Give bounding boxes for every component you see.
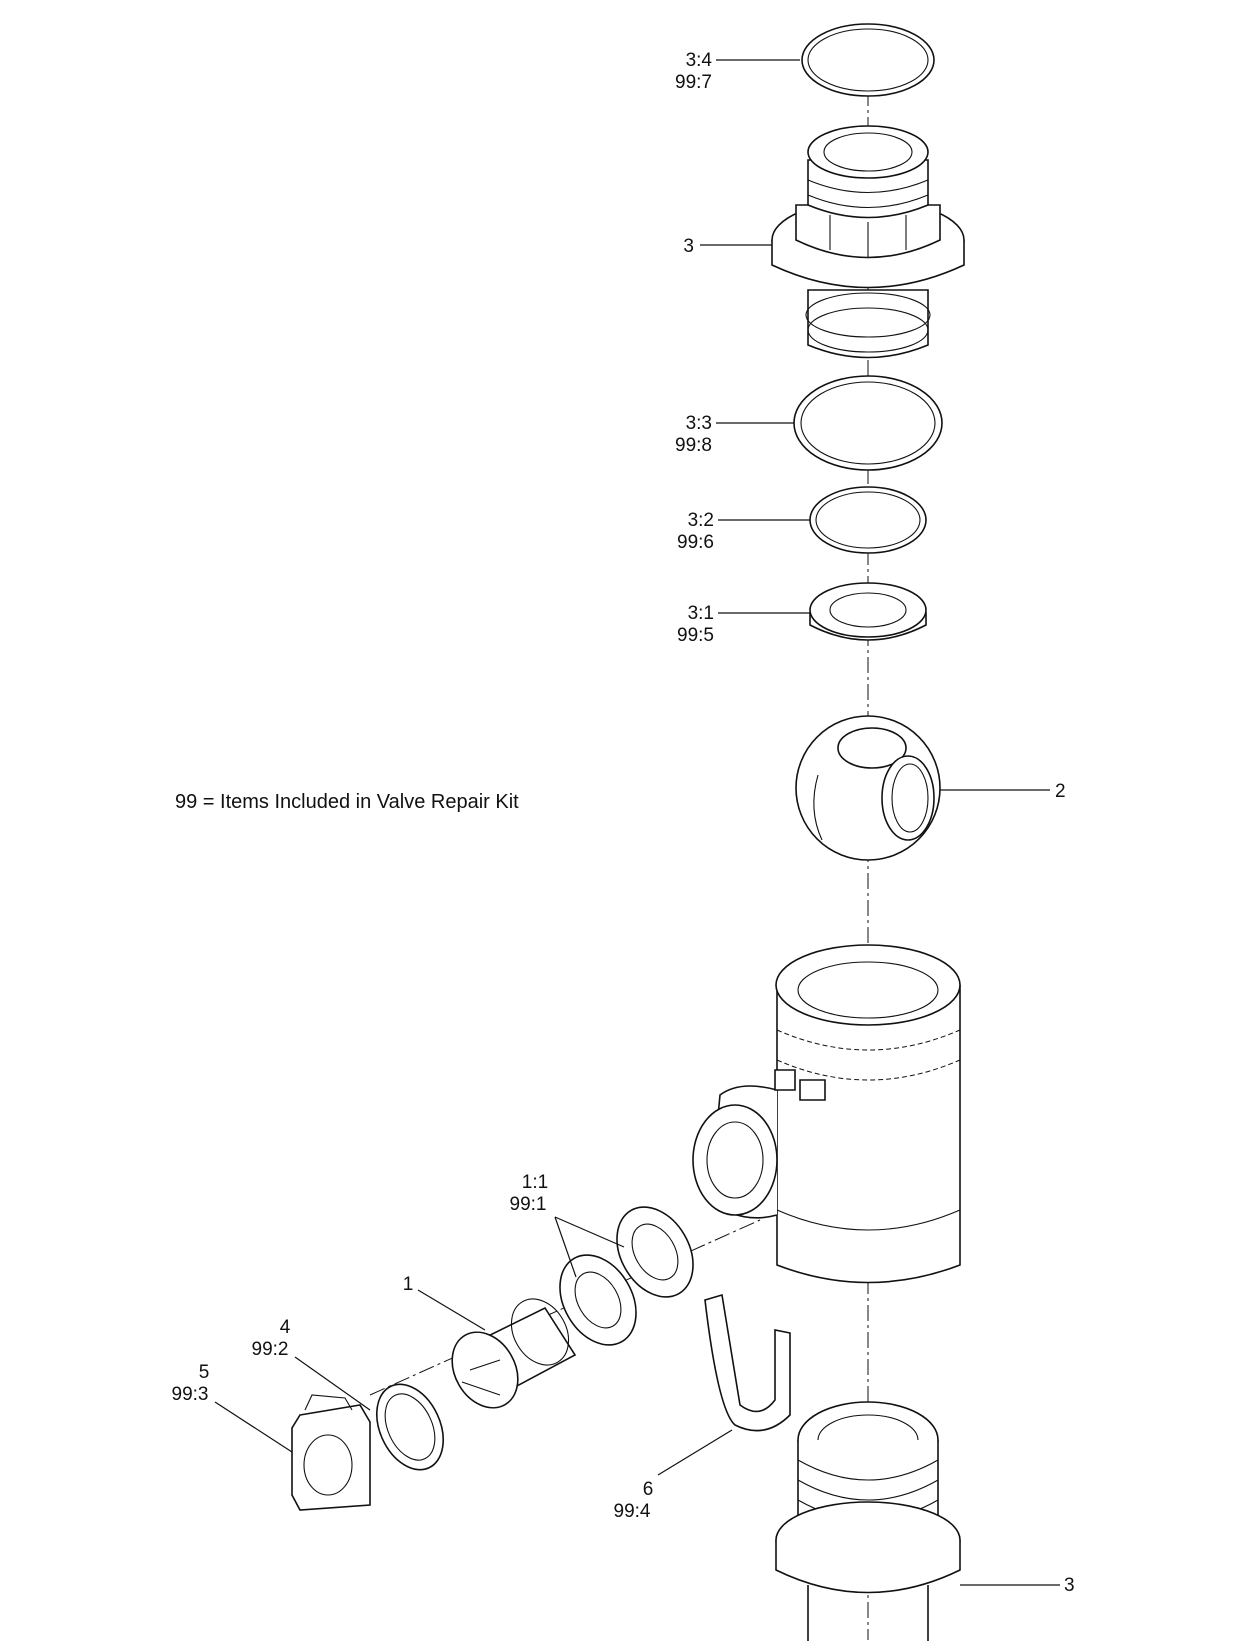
valve-stem [451, 1298, 577, 1409]
svg-text:99:5: 99:5 [677, 625, 714, 646]
svg-text:99:7: 99:7 [675, 72, 712, 93]
adapter-fitting-top [771, 125, 965, 359]
oring-3-4 [801, 23, 935, 97]
adapter-fitting-bottom [775, 1401, 961, 1641]
callout-handle-5: 5 99:3 [172, 1362, 210, 1405]
svg-text:2: 2 [1055, 781, 1066, 802]
callout-oring-3-2: 3:2 99:6 [677, 510, 714, 553]
callout-oring-3-4: 3:4 99:7 [675, 50, 712, 93]
svg-text:5: 5 [199, 1362, 210, 1383]
svg-text:3:1: 3:1 [688, 603, 714, 624]
svg-text:99:3: 99:3 [172, 1384, 209, 1405]
callout-seat-3-1: 3:1 99:5 [677, 603, 714, 646]
valve-tee-body [692, 944, 961, 1284]
svg-text:1: 1 [403, 1274, 414, 1295]
clip-6 [704, 1293, 791, 1432]
callout-adapter-top: 3 [683, 236, 694, 257]
callout-adapter-bottom: 3 [1064, 1575, 1075, 1596]
svg-text:99:1: 99:1 [510, 1194, 547, 1215]
callout-oring-4: 4 99:2 [252, 1317, 291, 1360]
callout-oring-3-3: 3:3 99:8 [675, 413, 712, 456]
callout-ball: 2 [1055, 781, 1066, 802]
callout-washers-1-1: 1:1 99:1 [510, 1172, 549, 1215]
oring-3-3 [793, 375, 943, 471]
repair-kit-note: 99 = Items Included in Valve Repair Kit [175, 791, 519, 813]
svg-text:3: 3 [1064, 1575, 1075, 1596]
svg-text:1:1: 1:1 [522, 1172, 548, 1193]
handle-5 [291, 1394, 371, 1511]
oring-3-2 [809, 486, 927, 554]
callout-stem: 1 [403, 1274, 414, 1295]
svg-text:3:4: 3:4 [686, 50, 713, 71]
svg-text:99:2: 99:2 [252, 1339, 289, 1360]
seat-3-1 [809, 582, 927, 641]
svg-text:3:2: 3:2 [688, 510, 714, 531]
washers-1-1 [559, 1206, 694, 1346]
svg-text:99:6: 99:6 [677, 532, 714, 553]
svg-text:3: 3 [683, 236, 694, 257]
svg-text:3:3: 3:3 [686, 413, 712, 434]
svg-text:99:8: 99:8 [675, 435, 712, 456]
stem-centerline [369, 1219, 761, 1396]
svg-text:99:4: 99:4 [614, 1501, 651, 1522]
leader-lines [214, 59, 1060, 1586]
ball-valve-ball [795, 715, 941, 861]
svg-text:6: 6 [643, 1479, 654, 1500]
callout-clip-6: 6 99:4 [614, 1479, 654, 1522]
svg-text:4: 4 [280, 1317, 291, 1338]
oring-4 [376, 1383, 444, 1471]
